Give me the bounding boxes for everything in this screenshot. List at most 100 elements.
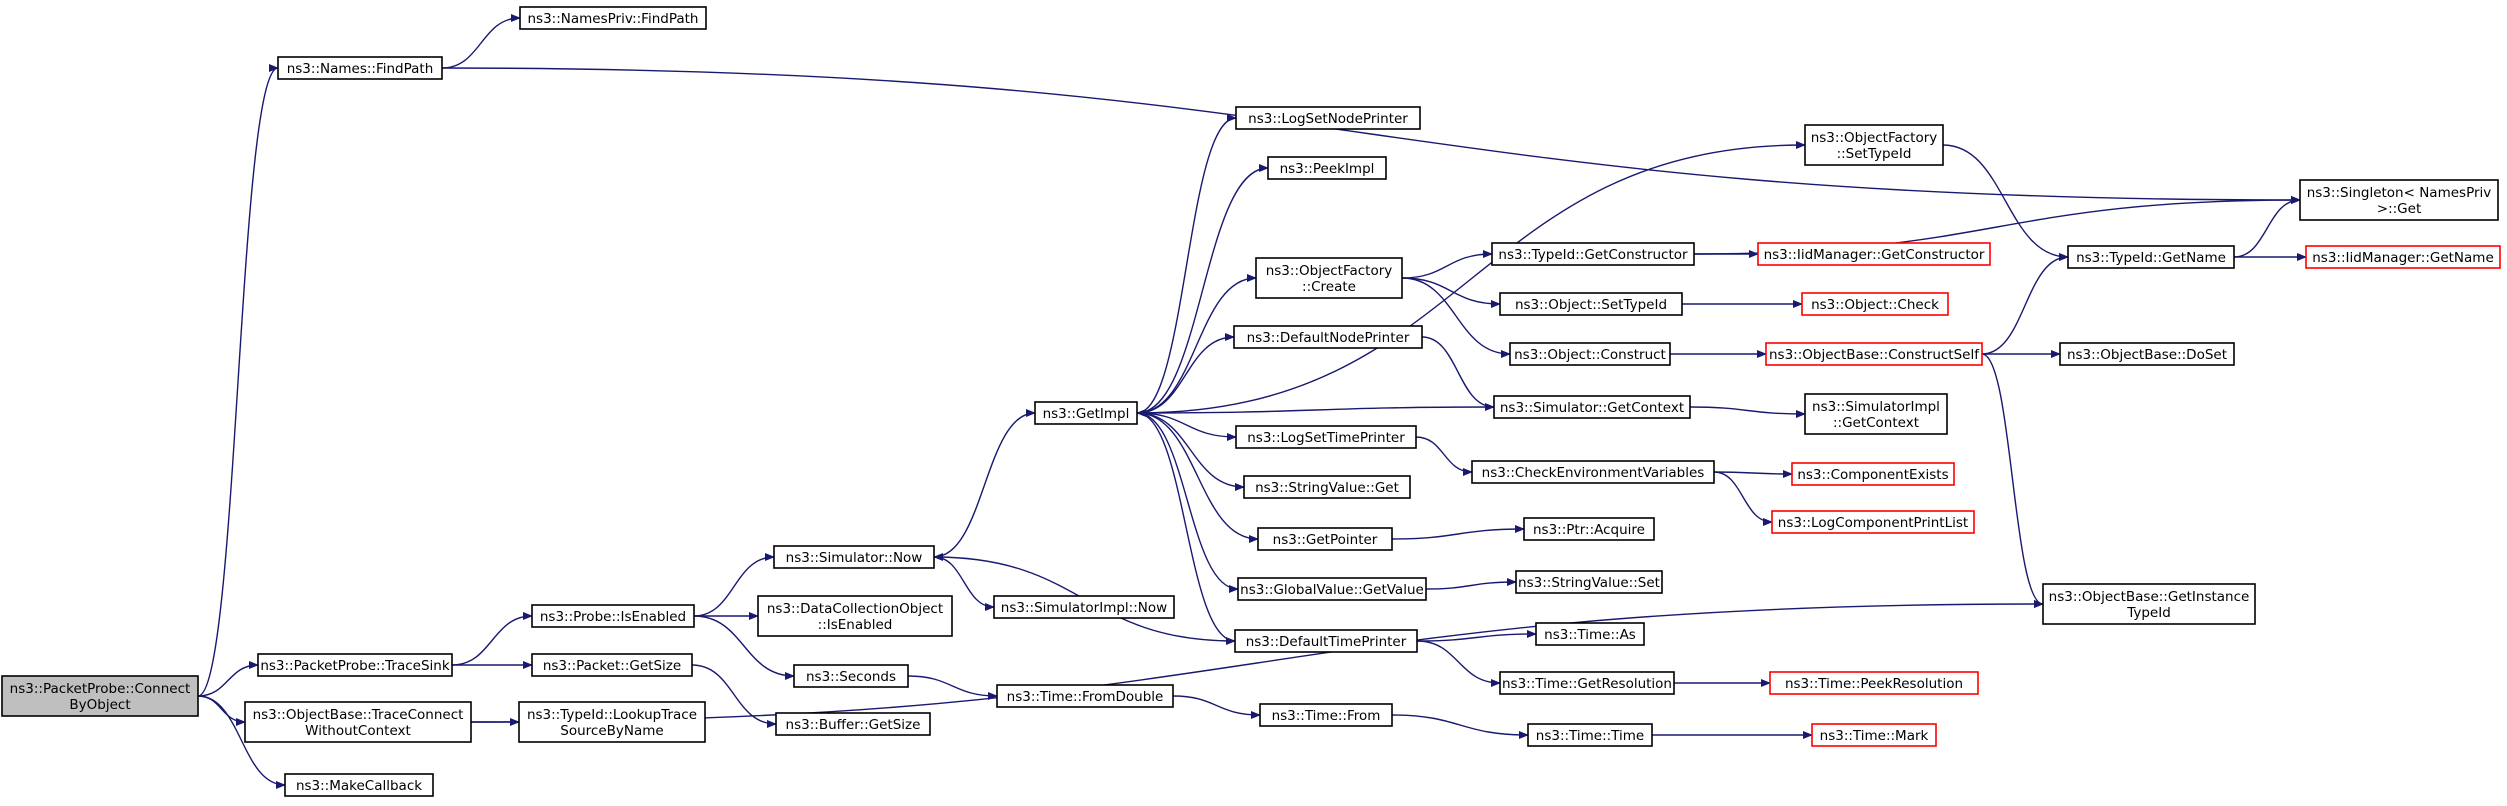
node-label: ns3::Time::As xyxy=(1544,627,1636,643)
node-object-construct[interactable]: ns3::Object::Construct xyxy=(1509,342,1671,366)
node-string-value-get[interactable]: ns3::StringValue::Get xyxy=(1243,475,1411,499)
node-box xyxy=(1255,257,1403,299)
edge-obj-factory-create-to-object-construct xyxy=(1401,277,1511,358)
node-get-pointer[interactable]: ns3::GetPointer xyxy=(1257,527,1393,551)
node-label: ns3::Names::FindPath xyxy=(287,61,434,77)
node-box xyxy=(2067,245,2235,269)
node-time-get-resolution[interactable]: ns3::Time::GetResolution xyxy=(1499,671,1675,695)
node-time-from[interactable]: ns3::Time::From xyxy=(1259,703,1393,727)
node-log-set-node-printer[interactable]: ns3::LogSetNodePrinter xyxy=(1235,106,1421,130)
node-probe-is-enabled[interactable]: ns3::Probe::IsEnabled xyxy=(531,604,695,628)
node-object-check[interactable]: ns3::Object::Check xyxy=(1801,292,1949,316)
edge-log-set-time-printer-to-check-env-vars xyxy=(1415,436,1473,476)
node-from-double[interactable]: ns3::Time::FromDouble xyxy=(996,684,1174,708)
node-box xyxy=(1267,156,1387,180)
node-time-mark[interactable]: ns3::Time::Mark xyxy=(1811,723,1937,747)
node-box xyxy=(518,701,706,743)
node-label: ns3::Probe::IsEnabled xyxy=(540,609,686,625)
edge-global-value-get-value-to-string-value-set xyxy=(1425,578,1517,590)
node-box xyxy=(1804,393,1948,435)
node-box xyxy=(1801,292,1949,316)
node-label: ns3::Time::PeekResolution xyxy=(1785,676,1963,692)
node-sim-now[interactable]: ns3::Simulator::Now xyxy=(773,545,935,569)
node-label: ::Create xyxy=(1302,279,1356,295)
node-label: ns3::LogComponentPrintList xyxy=(1778,515,1968,531)
edge-seconds-to-from-double xyxy=(907,675,998,700)
node-type-id-get-constructor[interactable]: ns3::TypeId::GetConstructor xyxy=(1491,242,1695,266)
node-make-callback[interactable]: ns3::MakeCallback xyxy=(284,773,434,797)
edge-get-impl-to-string-value-get xyxy=(1136,412,1245,491)
node-label: ns3::ObjectBase::TraceConnect xyxy=(253,707,464,723)
node-obj-factory-set-type-id[interactable]: ns3::ObjectFactory::SetTypeId xyxy=(1804,124,1944,166)
node-time-time[interactable]: ns3::Time::Time xyxy=(1527,723,1653,747)
node-default-node-printer[interactable]: ns3::DefaultNodePrinter xyxy=(1233,325,1423,349)
node-names_findpath[interactable]: ns3::Names::FindPath xyxy=(277,56,443,80)
node-box xyxy=(1235,425,1417,449)
node-box xyxy=(2305,245,2501,269)
node-object-set-type-id[interactable]: ns3::Object::SetTypeId xyxy=(1499,292,1683,316)
edge-check-env-vars-to-log-comp-print-list xyxy=(1713,471,1773,526)
edge-names_findpath-to-singleton-get xyxy=(441,67,2301,204)
node-box xyxy=(757,595,953,637)
node-label: ns3::StringValue::Set xyxy=(1518,575,1660,591)
node-box xyxy=(1791,462,1955,486)
node-iid-get-constructor[interactable]: ns3::IidManager::GetConstructor xyxy=(1757,242,1991,266)
node-sim-impl-now[interactable]: ns3::SimulatorImpl::Now xyxy=(993,595,1175,619)
node-label: ByObject xyxy=(69,697,130,713)
node-box xyxy=(993,595,1175,619)
edge-sim-get-context-to-sim-impl-get-context xyxy=(1689,406,1806,418)
edge-packet-get-size-to-buffer-get-size xyxy=(691,664,777,728)
edge-root-to-trace-connect xyxy=(197,695,246,726)
node-singleton-get[interactable]: ns3::Singleton< NamesPriv >::Get xyxy=(2299,179,2499,221)
node-label: ns3::Ptr::Acquire xyxy=(1533,522,1645,538)
edge-root-to-make-callback xyxy=(197,695,286,789)
node-component-exists[interactable]: ns3::ComponentExists xyxy=(1791,462,1955,486)
node-box xyxy=(1235,106,1421,130)
node-packet-get-size[interactable]: ns3::Packet::GetSize xyxy=(531,653,693,677)
node-type-id-get-name[interactable]: ns3::TypeId::GetName xyxy=(2067,245,2235,269)
node-construct-self[interactable]: ns3::ObjectBase::ConstructSelf xyxy=(1765,342,1983,366)
node-box xyxy=(1491,242,1695,266)
node-get-impl[interactable]: ns3::GetImpl xyxy=(1034,401,1138,425)
node-dco-is-enabled[interactable]: ns3::DataCollectionObject::IsEnabled xyxy=(757,595,953,637)
node-label: ns3::SimulatorImpl xyxy=(1812,399,1940,415)
node-global-value-get-value[interactable]: ns3::GlobalValue::GetValue xyxy=(1237,577,1427,601)
node-label: ns3::Time::FromDouble xyxy=(1007,689,1164,705)
edge-sim-get-context-to-get-impl xyxy=(1136,406,1495,417)
node-log-comp-print-list[interactable]: ns3::LogComponentPrintList xyxy=(1771,510,1975,534)
node-obj-factory-create[interactable]: ns3::ObjectFactory::Create xyxy=(1255,257,1403,299)
node-seconds[interactable]: ns3::Seconds xyxy=(793,664,909,688)
node-label: ns3::MakeCallback xyxy=(296,778,422,794)
node-default-time-printer[interactable]: ns3::DefaultTimePrinter xyxy=(1234,629,1418,653)
edge-names_findpath-to-namespriv_findpath xyxy=(441,14,521,69)
edge-from-double-to-time-from xyxy=(1172,695,1261,719)
node-peek-impl[interactable]: ns3::PeekImpl xyxy=(1267,156,1387,180)
node-sim-impl-get-context[interactable]: ns3::SimulatorImpl::GetContext xyxy=(1804,393,1948,435)
node-time-as[interactable]: ns3::Time::As xyxy=(1535,622,1645,646)
node-object-base-do-set[interactable]: ns3::ObjectBase::DoSet xyxy=(2059,342,2235,366)
node-label: ns3::LogSetTimePrinter xyxy=(1247,430,1405,446)
node-box xyxy=(996,684,1174,708)
node-peek-resolution[interactable]: ns3::Time::PeekResolution xyxy=(1769,671,1979,695)
edge-obj-factory-set-type-id-to-type-id-get-name xyxy=(1942,144,2069,261)
node-box xyxy=(1471,460,1715,484)
node-label: ns3::ComponentExists xyxy=(1797,467,1948,483)
node-sim-get-context[interactable]: ns3::Simulator::GetContext xyxy=(1493,395,1691,419)
node-check-env-vars[interactable]: ns3::CheckEnvironmentVariables xyxy=(1471,460,1715,484)
node-label: ns3::ObjectFactory xyxy=(1266,263,1393,279)
node-log-set-time-printer[interactable]: ns3::LogSetTimePrinter xyxy=(1235,425,1417,449)
edge-type-id-get-name-to-singleton-get xyxy=(2233,196,2301,258)
node-namespriv_findpath[interactable]: ns3::NamesPriv::FindPath xyxy=(519,6,707,30)
node-string-value-set[interactable]: ns3::StringValue::Set xyxy=(1515,570,1663,594)
node-box xyxy=(2299,179,2499,221)
node-trace-sink[interactable]: ns3::PacketProbe::TraceSink xyxy=(257,653,453,677)
node-trace-connect[interactable]: ns3::ObjectBase::TraceConnectWithoutCont… xyxy=(244,701,472,743)
node-ptr-acquire[interactable]: ns3::Ptr::Acquire xyxy=(1523,517,1655,541)
node-iid-get-name[interactable]: ns3::IidManager::GetName xyxy=(2305,245,2501,269)
node-buffer-get-size[interactable]: ns3::Buffer::GetSize xyxy=(775,712,931,736)
edge-get-impl-to-log-set-node-printer xyxy=(1136,114,1237,414)
node-label: TypeId xyxy=(2126,605,2171,621)
node-box xyxy=(531,604,695,628)
